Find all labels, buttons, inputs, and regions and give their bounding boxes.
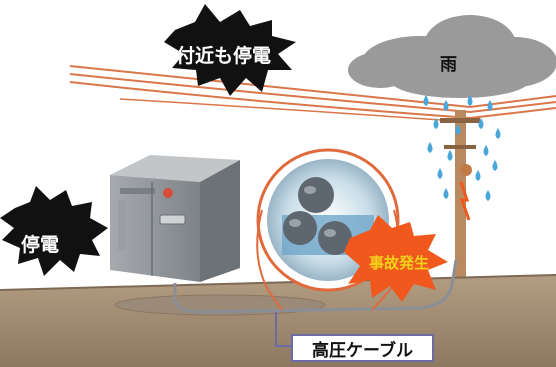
accident-burst [344, 215, 448, 302]
outage-label: 停電 [21, 234, 60, 256]
transformer-cabinet [110, 155, 240, 282]
underground-cable-line [173, 259, 458, 314]
outage-nearby-label: 付近も停電 [176, 45, 272, 67]
accident-label: 事故発生 [369, 254, 430, 272]
ground [0, 274, 556, 367]
cable-callout-box: 高圧ケーブル [291, 334, 434, 362]
outage-starburst [0, 186, 108, 276]
rain-drops [423, 95, 501, 201]
rain-cloud [348, 15, 556, 98]
cable-label: 高圧ケーブル [312, 340, 413, 361]
utility-pole [440, 110, 480, 300]
outage-nearby-starburst [164, 4, 296, 96]
rain-label: 雨 [440, 55, 457, 75]
